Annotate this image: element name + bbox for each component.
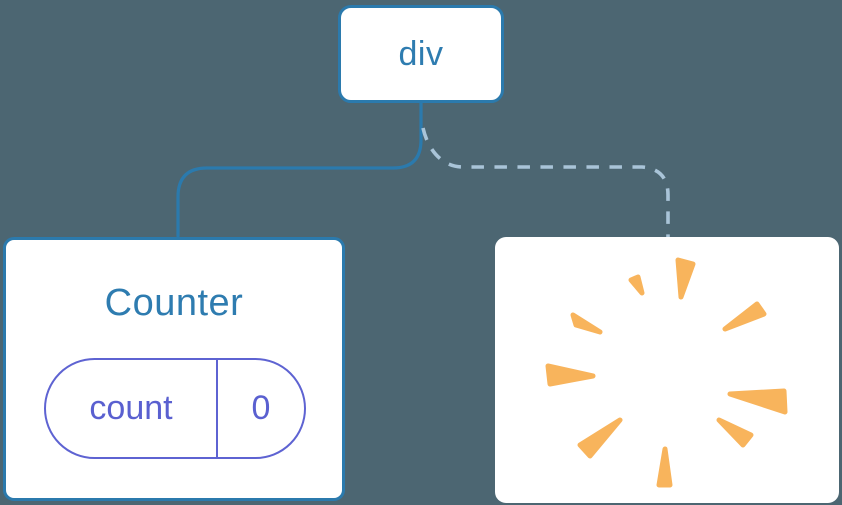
removed-card — [495, 237, 839, 503]
state-pill-key-section: count — [46, 360, 218, 457]
div-node-label: div — [398, 34, 444, 73]
state-pill: count 0 — [44, 358, 306, 459]
poof-icon — [545, 257, 788, 488]
connector-dashed-line — [421, 127, 670, 239]
state-pill-value-section: 0 — [218, 360, 304, 457]
state-pill-key: count — [89, 389, 173, 427]
counter-card: Counter count 0 — [3, 237, 345, 501]
state-pill-value: 0 — [251, 389, 271, 427]
counter-card-title: Counter — [104, 282, 244, 324]
connector-solid-line — [176, 100, 423, 238]
tree-node-div: div — [338, 5, 504, 103]
